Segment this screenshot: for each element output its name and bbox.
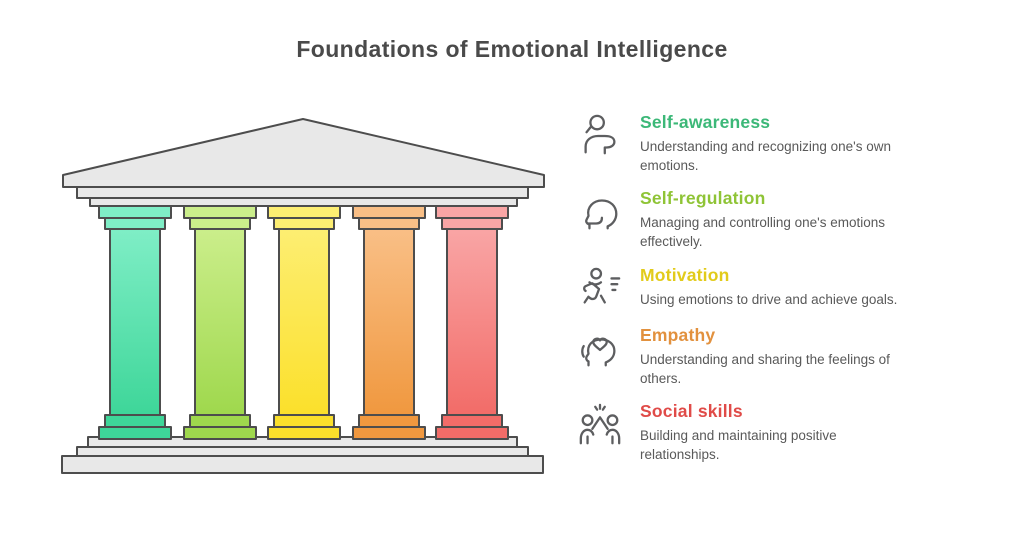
legend-item-self-regulation: Self-regulation Managing and controlling… — [577, 188, 917, 251]
legend-item-title: Empathy — [640, 324, 716, 345]
legend-item-description: Understanding and sharing the feelings o… — [640, 351, 890, 386]
motivation-icon — [577, 266, 627, 312]
entablature-upper — [76, 186, 529, 199]
pillar-empathy — [352, 205, 426, 440]
pillar-self-regulation — [183, 205, 257, 440]
self-regulation-icon — [577, 189, 627, 235]
legend-item-self-awareness: Self-awareness Understanding and recogni… — [577, 112, 917, 175]
legend-item-description: Building and maintaining positive relati… — [640, 427, 837, 463]
legend-item-empathy: Empathy Understanding and sharing the fe… — [577, 325, 917, 388]
self-awareness-icon — [577, 113, 627, 159]
legend-item-description: Using emotions to drive and achieve goal… — [640, 291, 898, 307]
pillar-social-skills — [435, 205, 509, 440]
legend-item-title: Self-awareness — [640, 112, 771, 132]
legend-item-title: Social skills — [640, 400, 743, 421]
entablature-lower — [89, 197, 518, 207]
page-title: Foundations of Emotional Intelligence — [296, 36, 728, 62]
empathy-icon — [577, 326, 627, 372]
social-skills-icon — [577, 402, 627, 448]
platform-step-bottom — [61, 455, 544, 474]
platform-step-middle — [76, 446, 529, 457]
temple-illustration — [61, 118, 545, 474]
pillar-motivation — [267, 205, 341, 440]
legend-item-motivation: Motivation Using emotions to drive and a… — [577, 265, 917, 312]
pillar-self-awareness — [98, 205, 172, 440]
legend-item-description: Understanding and recognizing one's own … — [640, 139, 891, 174]
legend: Self-awareness Understanding and recogni… — [577, 112, 917, 477]
legend-item-social-skills: Social skills Building and maintaining p… — [577, 401, 917, 464]
pediment — [62, 118, 545, 188]
legend-item-title: Motivation — [640, 264, 730, 285]
legend-item-description: Managing and controlling one's emotions … — [640, 215, 885, 250]
legend-item-title: Self-regulation — [640, 188, 766, 209]
